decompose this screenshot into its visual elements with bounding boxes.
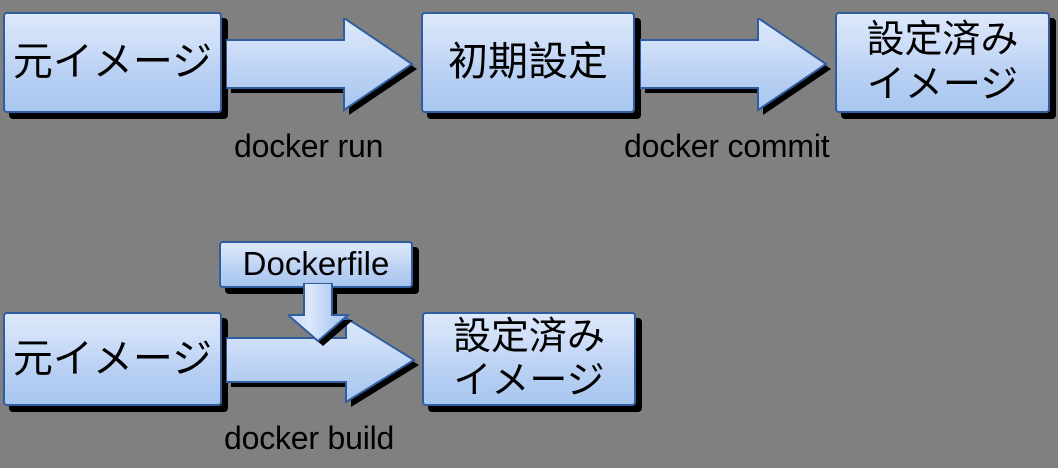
label-docker-run: docker run — [234, 128, 384, 164]
node-source-image-top[interactable]: 元イメージ — [3, 12, 222, 113]
node-source-image-bottom[interactable]: 元イメージ — [3, 312, 222, 406]
node-initial-setup[interactable]: 初期設定 — [421, 12, 635, 113]
arrow-right-icon-docker-commit — [639, 16, 836, 118]
arrow-right-icon-docker-build — [225, 316, 424, 410]
node-dockerfile[interactable]: Dockerfile — [219, 241, 413, 288]
node-configured-image-top[interactable]: 設定済み イメージ — [835, 12, 1050, 113]
arrow-down-icon-dockerfile — [285, 282, 358, 349]
label-docker-build: docker build — [224, 420, 395, 456]
node-configured-image-bottom[interactable]: 設定済み イメージ — [422, 312, 636, 406]
arrow-right-icon-docker-run — [225, 16, 422, 118]
label-docker-commit: docker commit — [624, 128, 830, 164]
